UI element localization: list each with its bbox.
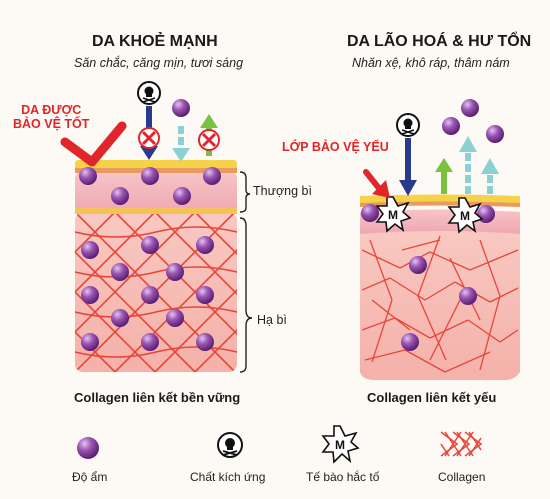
moisture-ball	[141, 333, 159, 351]
moisture-ball	[141, 286, 159, 304]
epidermis-brace	[239, 171, 251, 213]
moisture-ball	[81, 333, 99, 351]
moisture-ball	[111, 187, 129, 205]
aged-barrier-layer	[360, 194, 520, 204]
block-x-icon	[198, 129, 220, 151]
moisture-ball-icon	[461, 99, 479, 117]
legend-label-irritant: Chất kích ứng	[190, 470, 266, 484]
svg-text:M: M	[388, 208, 398, 222]
moisture-ball	[196, 236, 214, 254]
healthy-collagen-label: Collagen liên kết bền vững	[74, 390, 241, 405]
svg-text:M: M	[460, 209, 470, 223]
moisture-ball	[173, 187, 191, 205]
moisture-escape-arrow-teal	[481, 158, 499, 194]
legend-label-collagen: Collagen	[438, 470, 486, 484]
dermis-brace	[239, 217, 253, 373]
moisture-loss-arrow-blocked	[198, 114, 220, 156]
skull-irritant-icon	[396, 113, 420, 137]
aged-arrows	[363, 99, 504, 198]
moisture-ball	[166, 263, 184, 281]
moisture-loss-arrow-green	[435, 158, 453, 194]
moisture-ball	[111, 263, 129, 281]
moisture-ball	[361, 204, 379, 222]
legend-label-damaged-cell: Tế bào hắc tố	[306, 470, 380, 484]
skull-irritant-icon	[217, 432, 243, 458]
aged-subtitle: Nhăn xệ, khô ráp, thâm nám	[352, 56, 510, 70]
moisture-ball	[81, 241, 99, 259]
moisture-ball	[196, 286, 214, 304]
aged-protection-label: LỚP BẢO VỆ YẾU	[282, 140, 389, 154]
moisture-ball-icon	[172, 99, 190, 117]
moisture-ball	[166, 309, 184, 327]
collagen-mesh-icon	[440, 431, 483, 457]
aged-collagen-mesh	[361, 235, 519, 373]
protection-check-icon	[60, 121, 127, 167]
moisture-ball	[141, 236, 159, 254]
moisture-escape-arrow-teal	[172, 126, 190, 162]
moisture-ball	[401, 333, 419, 351]
moisture-ball	[196, 333, 214, 351]
healthy-moisture-balls	[79, 167, 221, 351]
moisture-ball-icon	[77, 437, 99, 459]
dermis-label: Hạ bì	[257, 313, 287, 327]
healthy-subtitle: Săn chắc, căng mịn, tươi sáng	[74, 56, 244, 70]
protection-label-line-2: BẢO VỆ TỐT	[13, 117, 90, 131]
moisture-ball	[141, 167, 159, 185]
moisture-ball	[459, 287, 477, 305]
aged-moisture-balls	[361, 204, 495, 351]
legend: M	[77, 425, 483, 464]
moisture-ball	[203, 167, 221, 185]
damaged-cell-icon: M	[447, 197, 484, 234]
irritant-penetrating-arrow	[405, 138, 411, 182]
irritant-arrow-blocked	[138, 106, 160, 160]
damaged-cell-icon: M	[375, 196, 412, 233]
aged-collagen-label: Collagen liên kết yếu	[367, 390, 497, 405]
moisture-ball	[81, 286, 99, 304]
aged-title: DA LÃO HOÁ & HƯ TỔN	[347, 33, 532, 50]
block-x-icon	[138, 127, 160, 149]
epidermis-label: Thượng bì	[253, 184, 312, 198]
moisture-ball	[409, 256, 427, 274]
layer-braces	[239, 171, 253, 373]
legend-label-moisture: Độ ẩm	[72, 470, 108, 484]
healthy-title: DA KHOẺ MẠNH	[92, 33, 218, 50]
moisture-ball	[111, 309, 129, 327]
svg-text:M: M	[335, 438, 345, 452]
protection-label-line-1: DA ĐƯỢC	[21, 103, 82, 117]
damaged-cell-icon: M	[321, 425, 360, 464]
moisture-ball-icon	[486, 125, 504, 143]
skull-irritant-icon	[137, 81, 161, 105]
healthy-arrows	[60, 81, 220, 167]
healthy-basal-line	[75, 208, 237, 214]
healthy-skin-block	[75, 160, 237, 372]
aged-skin-block: M M	[360, 194, 520, 380]
moisture-escape-arrow-teal	[459, 136, 477, 194]
healthy-protection-label: DA ĐƯỢC BẢO VỆ TỐT	[13, 103, 89, 131]
moisture-ball	[79, 167, 97, 185]
moisture-ball-icon	[442, 117, 460, 135]
aged-dermis	[360, 229, 520, 380]
